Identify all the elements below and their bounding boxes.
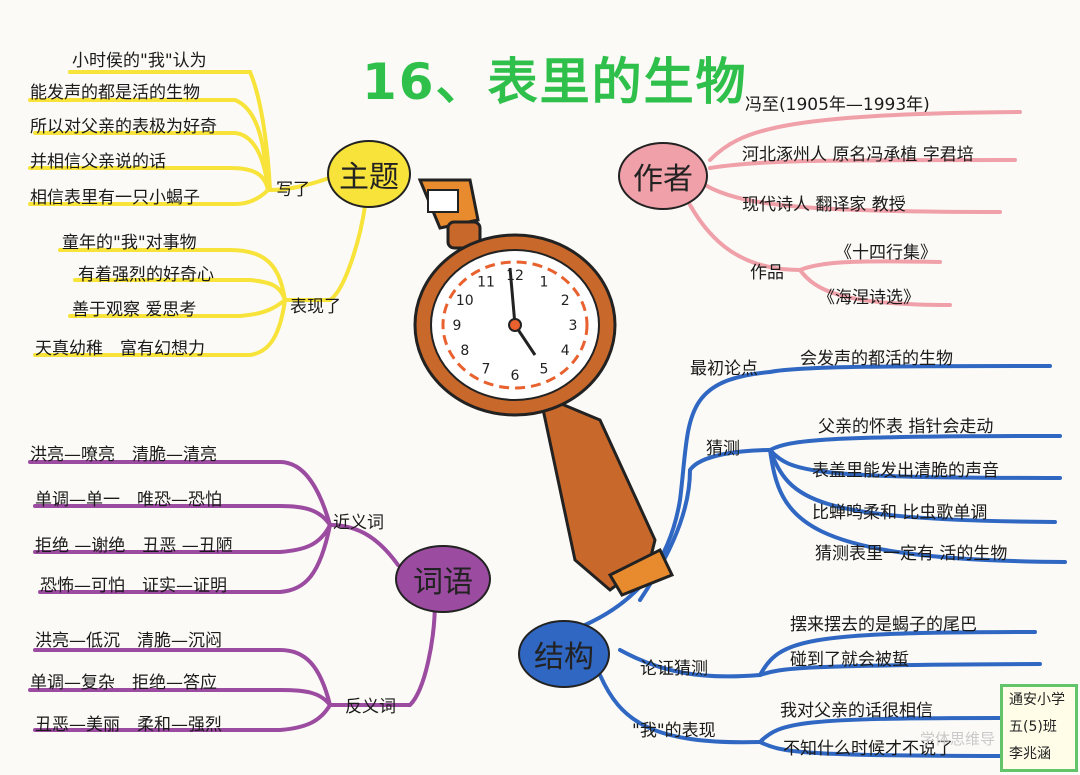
watch-number: 3 bbox=[569, 318, 578, 334]
theme-write-item: 所以对父亲的表极为好奇 bbox=[30, 117, 217, 137]
watch-number: 1 bbox=[540, 275, 549, 291]
structure-initial-label: 最初论点 bbox=[690, 359, 758, 379]
watch-number: 11 bbox=[477, 275, 495, 291]
stamp-line: 通安小学 bbox=[1009, 692, 1065, 708]
theme-write-item: 并相信父亲说的话 bbox=[30, 152, 166, 172]
author-item: 河北涿州人 原名冯承植 字君培 bbox=[742, 145, 974, 165]
theme-write-item: 能发声的都是活的生物 bbox=[30, 83, 200, 103]
author-work: 《海涅诗选》 bbox=[818, 288, 920, 308]
watch-number: 7 bbox=[482, 361, 491, 377]
structure-me-label: "我"的表现 bbox=[632, 721, 716, 741]
watch-number: 6 bbox=[511, 368, 520, 384]
structure-prove-item: 碰到了就会被蜇 bbox=[790, 650, 909, 670]
theme-show-item: 有着强烈的好奇心 bbox=[78, 265, 214, 285]
stamp-line: 五(5)班 bbox=[1009, 719, 1057, 735]
author-stamp: 通安小学 五(5)班 李兆涵 bbox=[1000, 684, 1078, 772]
node-structure: 结构 bbox=[518, 620, 610, 688]
watch-number: 4 bbox=[561, 343, 570, 359]
theme-write-item: 相信表里有一只小蝎子 bbox=[30, 188, 200, 208]
words-synonym: 单调—单一 唯恐—恐怕 bbox=[35, 490, 222, 510]
stamp-line: 李兆涵 bbox=[1009, 746, 1051, 762]
author-work: 《十四行集》 bbox=[835, 243, 937, 263]
theme-show-item: 童年的"我"对事物 bbox=[62, 233, 197, 253]
structure-guess-item: 比蝉鸣柔和 比虫歌单调 bbox=[812, 503, 988, 523]
words-synonym: 恐怖—可怕 证实—证明 bbox=[40, 576, 227, 596]
words-antonym: 洪亮—低沉 清脆—沉闷 bbox=[35, 631, 222, 651]
theme-branch-show: 表现了 bbox=[290, 297, 341, 317]
watch-number: 2 bbox=[561, 293, 570, 309]
author-works-label: 作品 bbox=[750, 263, 784, 283]
words-antonym: 单调—复杂 拒绝—答应 bbox=[30, 673, 217, 693]
structure-guess-item: 表盖里能发出清脆的声音 bbox=[812, 461, 999, 481]
watch-number: 9 bbox=[453, 318, 462, 334]
theme-show-item: 天真幼稚 富有幻想力 bbox=[35, 339, 205, 359]
author-item: 现代诗人 翻译家 教授 bbox=[742, 195, 906, 215]
page-title: 16、表里的生物 bbox=[362, 53, 748, 111]
structure-guess-label: 猜测 bbox=[706, 439, 740, 459]
watermark: 学体思维导 bbox=[920, 730, 996, 748]
watch-number: 8 bbox=[460, 343, 469, 359]
structure-guess-item: 猜测表里一定有 活的生物 bbox=[815, 544, 1008, 564]
words-synonym: 拒绝 —谢绝 丑恶 —丑陋 bbox=[35, 536, 233, 556]
watch-buckle bbox=[607, 547, 675, 597]
structure-initial-item: 会发声的都活的生物 bbox=[800, 349, 953, 369]
structure-me-item: 我对父亲的话很相信 bbox=[780, 701, 933, 721]
node-theme: 主题 bbox=[327, 140, 411, 208]
structure-guess-item: 父亲的怀表 指针会走动 bbox=[818, 417, 994, 437]
structure-me-item: 不知什么时候才不说了 bbox=[783, 739, 953, 759]
watch-number: 5 bbox=[540, 361, 549, 377]
structure-prove-item: 摆来摆去的是蝎子的尾巴 bbox=[790, 615, 977, 635]
theme-show-item: 善于观察 爱思考 bbox=[72, 300, 197, 320]
watch-number: 10 bbox=[456, 293, 474, 309]
words-ant-label: 反义词 bbox=[345, 697, 396, 717]
author-dates: 冯至(1905年—1993年) bbox=[745, 95, 930, 115]
theme-branch-write: 写了 bbox=[276, 180, 310, 200]
structure-prove-label: 论证猜测 bbox=[640, 659, 708, 679]
watch-hand-minute bbox=[508, 267, 517, 326]
node-words: 词语 bbox=[395, 545, 491, 613]
node-author: 作者 bbox=[618, 142, 708, 210]
theme-write-item: 小时侯的"我"认为 bbox=[72, 51, 207, 71]
words-syn-label: 近义词 bbox=[333, 513, 384, 533]
words-synonym: 洪亮—嘹亮 清脆—清亮 bbox=[30, 445, 217, 465]
words-antonym: 丑恶—美丽 柔和—强烈 bbox=[35, 715, 222, 735]
